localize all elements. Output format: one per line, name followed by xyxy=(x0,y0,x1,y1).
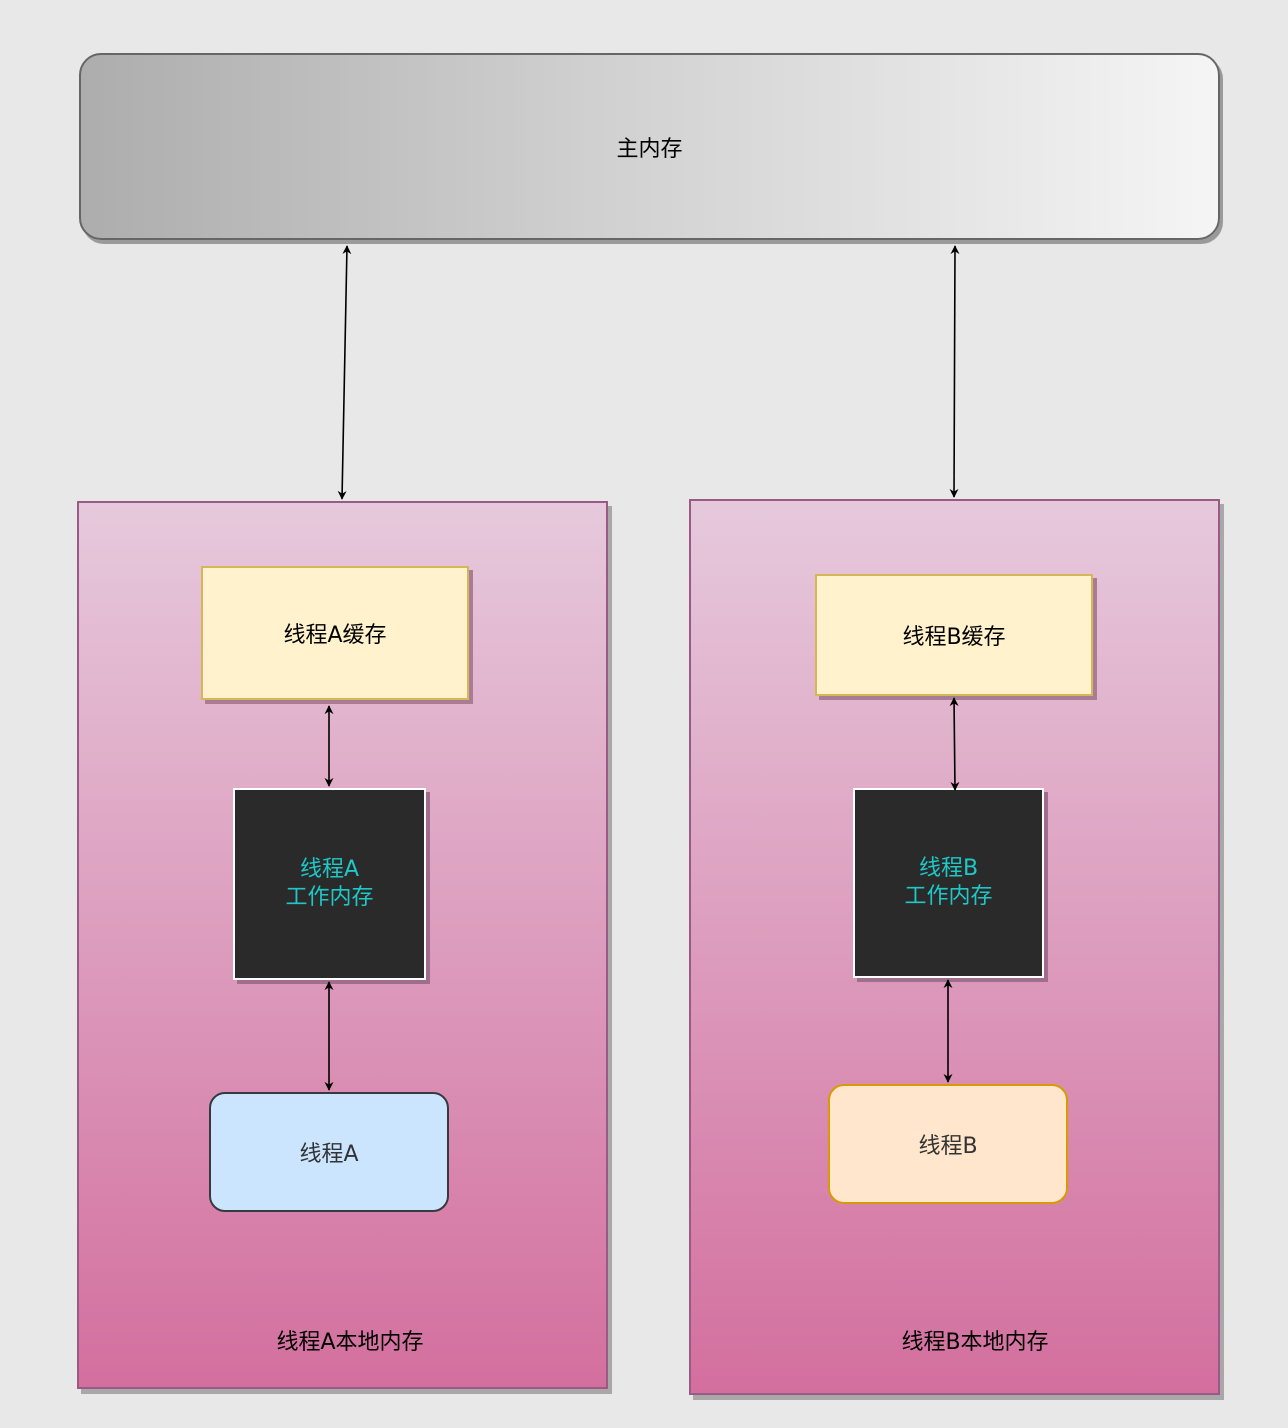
thread-a-working-memory-line2: 工作内存 xyxy=(285,885,374,910)
thread-a-local-memory-label: 线程A本地内存 xyxy=(276,1330,424,1355)
thread-b-local-memory-label: 线程B本地内存 xyxy=(901,1330,1049,1355)
thread-a-cache-box: 线程A缓存 xyxy=(201,566,469,700)
thread-b-box: 线程B xyxy=(828,1084,1068,1204)
arrow-main-to-thread-a xyxy=(337,245,352,500)
arrow-main-to-thread-b xyxy=(949,245,960,498)
thread-b-cache-label: 线程B缓存 xyxy=(902,625,1006,650)
main-memory-label: 主内存 xyxy=(616,136,683,162)
thread-b-working-memory-line2: 工作内存 xyxy=(904,884,993,909)
arrow-cache-b-to-work-b xyxy=(949,697,960,791)
thread-a-working-memory-line1: 线程A xyxy=(299,857,360,882)
thread-a-label: 线程A xyxy=(299,1142,359,1167)
thread-b-working-memory-box: 线程B 工作内存 xyxy=(853,788,1044,978)
main-memory-box: 主内存 xyxy=(79,53,1220,240)
thread-a-working-memory-box: 线程A 工作内存 xyxy=(233,788,426,980)
thread-b-label: 线程B xyxy=(918,1134,978,1159)
thread-a-box: 线程A xyxy=(209,1092,449,1212)
thread-a-cache-label: 线程A缓存 xyxy=(283,623,387,648)
thread-b-working-memory-line1: 线程B xyxy=(918,856,979,881)
thread-b-cache-box: 线程B缓存 xyxy=(815,574,1093,696)
